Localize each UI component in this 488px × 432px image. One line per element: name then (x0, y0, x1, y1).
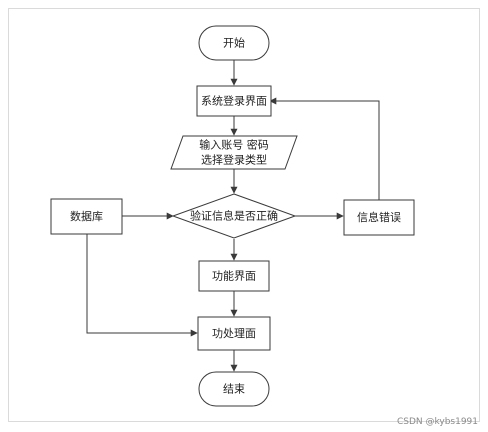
input-label-line2: 选择登录类型 (201, 153, 267, 167)
input-label-line1: 输入账号 密码 (199, 138, 269, 152)
edge-database-to-process (86, 234, 198, 337)
process-ui-label: 功处理面 (212, 327, 256, 340)
node-input: 输入账号 密码 选择登录类型 (170, 135, 298, 170)
database-label: 数据库 (70, 209, 103, 223)
end-terminator (198, 371, 270, 407)
start-terminator (198, 25, 270, 61)
node-login-ui: 系统登录界面 (196, 85, 272, 117)
node-function-ui: 功能界面 (198, 260, 270, 292)
login-ui-label: 系统登录界面 (201, 94, 267, 108)
edge-error-to-login (269, 97, 380, 200)
watermark-text: CSDN @kybs1991 (397, 417, 478, 427)
node-start: 开始 (198, 25, 270, 61)
database-box (50, 198, 123, 235)
error-label: 信息错误 (357, 210, 401, 224)
diagram-frame (8, 8, 480, 422)
process-ui-box (197, 316, 271, 351)
edges (86, 60, 380, 372)
start-label: 开始 (223, 36, 245, 50)
login-ui-box (196, 85, 272, 117)
input-parallelogram (170, 135, 298, 170)
verify-label: 验证信息是否正确 (190, 209, 278, 223)
error-box (343, 199, 415, 236)
verify-diamond (171, 193, 297, 239)
node-process-ui: 功处理面 (197, 316, 271, 351)
end-label: 结束 (223, 383, 245, 396)
node-error: 信息错误 (343, 199, 415, 236)
function-ui-label: 功能界面 (212, 269, 256, 283)
node-verify: 验证信息是否正确 (171, 193, 297, 239)
function-ui-box (198, 260, 270, 292)
node-end: 结束 (198, 371, 270, 407)
node-database: 数据库 (50, 198, 123, 235)
